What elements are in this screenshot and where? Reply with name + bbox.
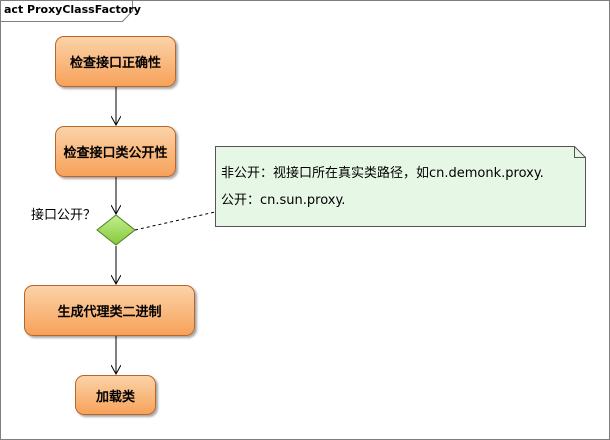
node-generate-proxy-binary[interactable]: 生成代理类二进制 (24, 285, 195, 336)
node-load-class[interactable]: 加载类 (75, 375, 156, 415)
note: 非公开：视接口所在真实类路径，如cn.demonk.proxy. 公开：cn.s… (215, 146, 586, 227)
note-anchor-line (134, 211, 216, 231)
frame-title: act ProxyClassFactory (4, 3, 141, 16)
frame-title-tab (0, 0, 133, 22)
node-check-interface-valid[interactable]: 检查接口正确性 (55, 36, 176, 87)
note-line-nonpublic: 非公开：视接口所在真实类路径，如cn.demonk.proxy. (221, 166, 544, 181)
note-line-public: 公开：cn.sun.proxy. (221, 193, 346, 208)
note-shape (215, 146, 586, 227)
decision-diamond (96, 214, 136, 246)
note-fold (574, 146, 586, 158)
decision-label: 接口公开？ (31, 208, 97, 223)
node-check-interface-public[interactable]: 检查接口类公开性 (55, 126, 176, 177)
